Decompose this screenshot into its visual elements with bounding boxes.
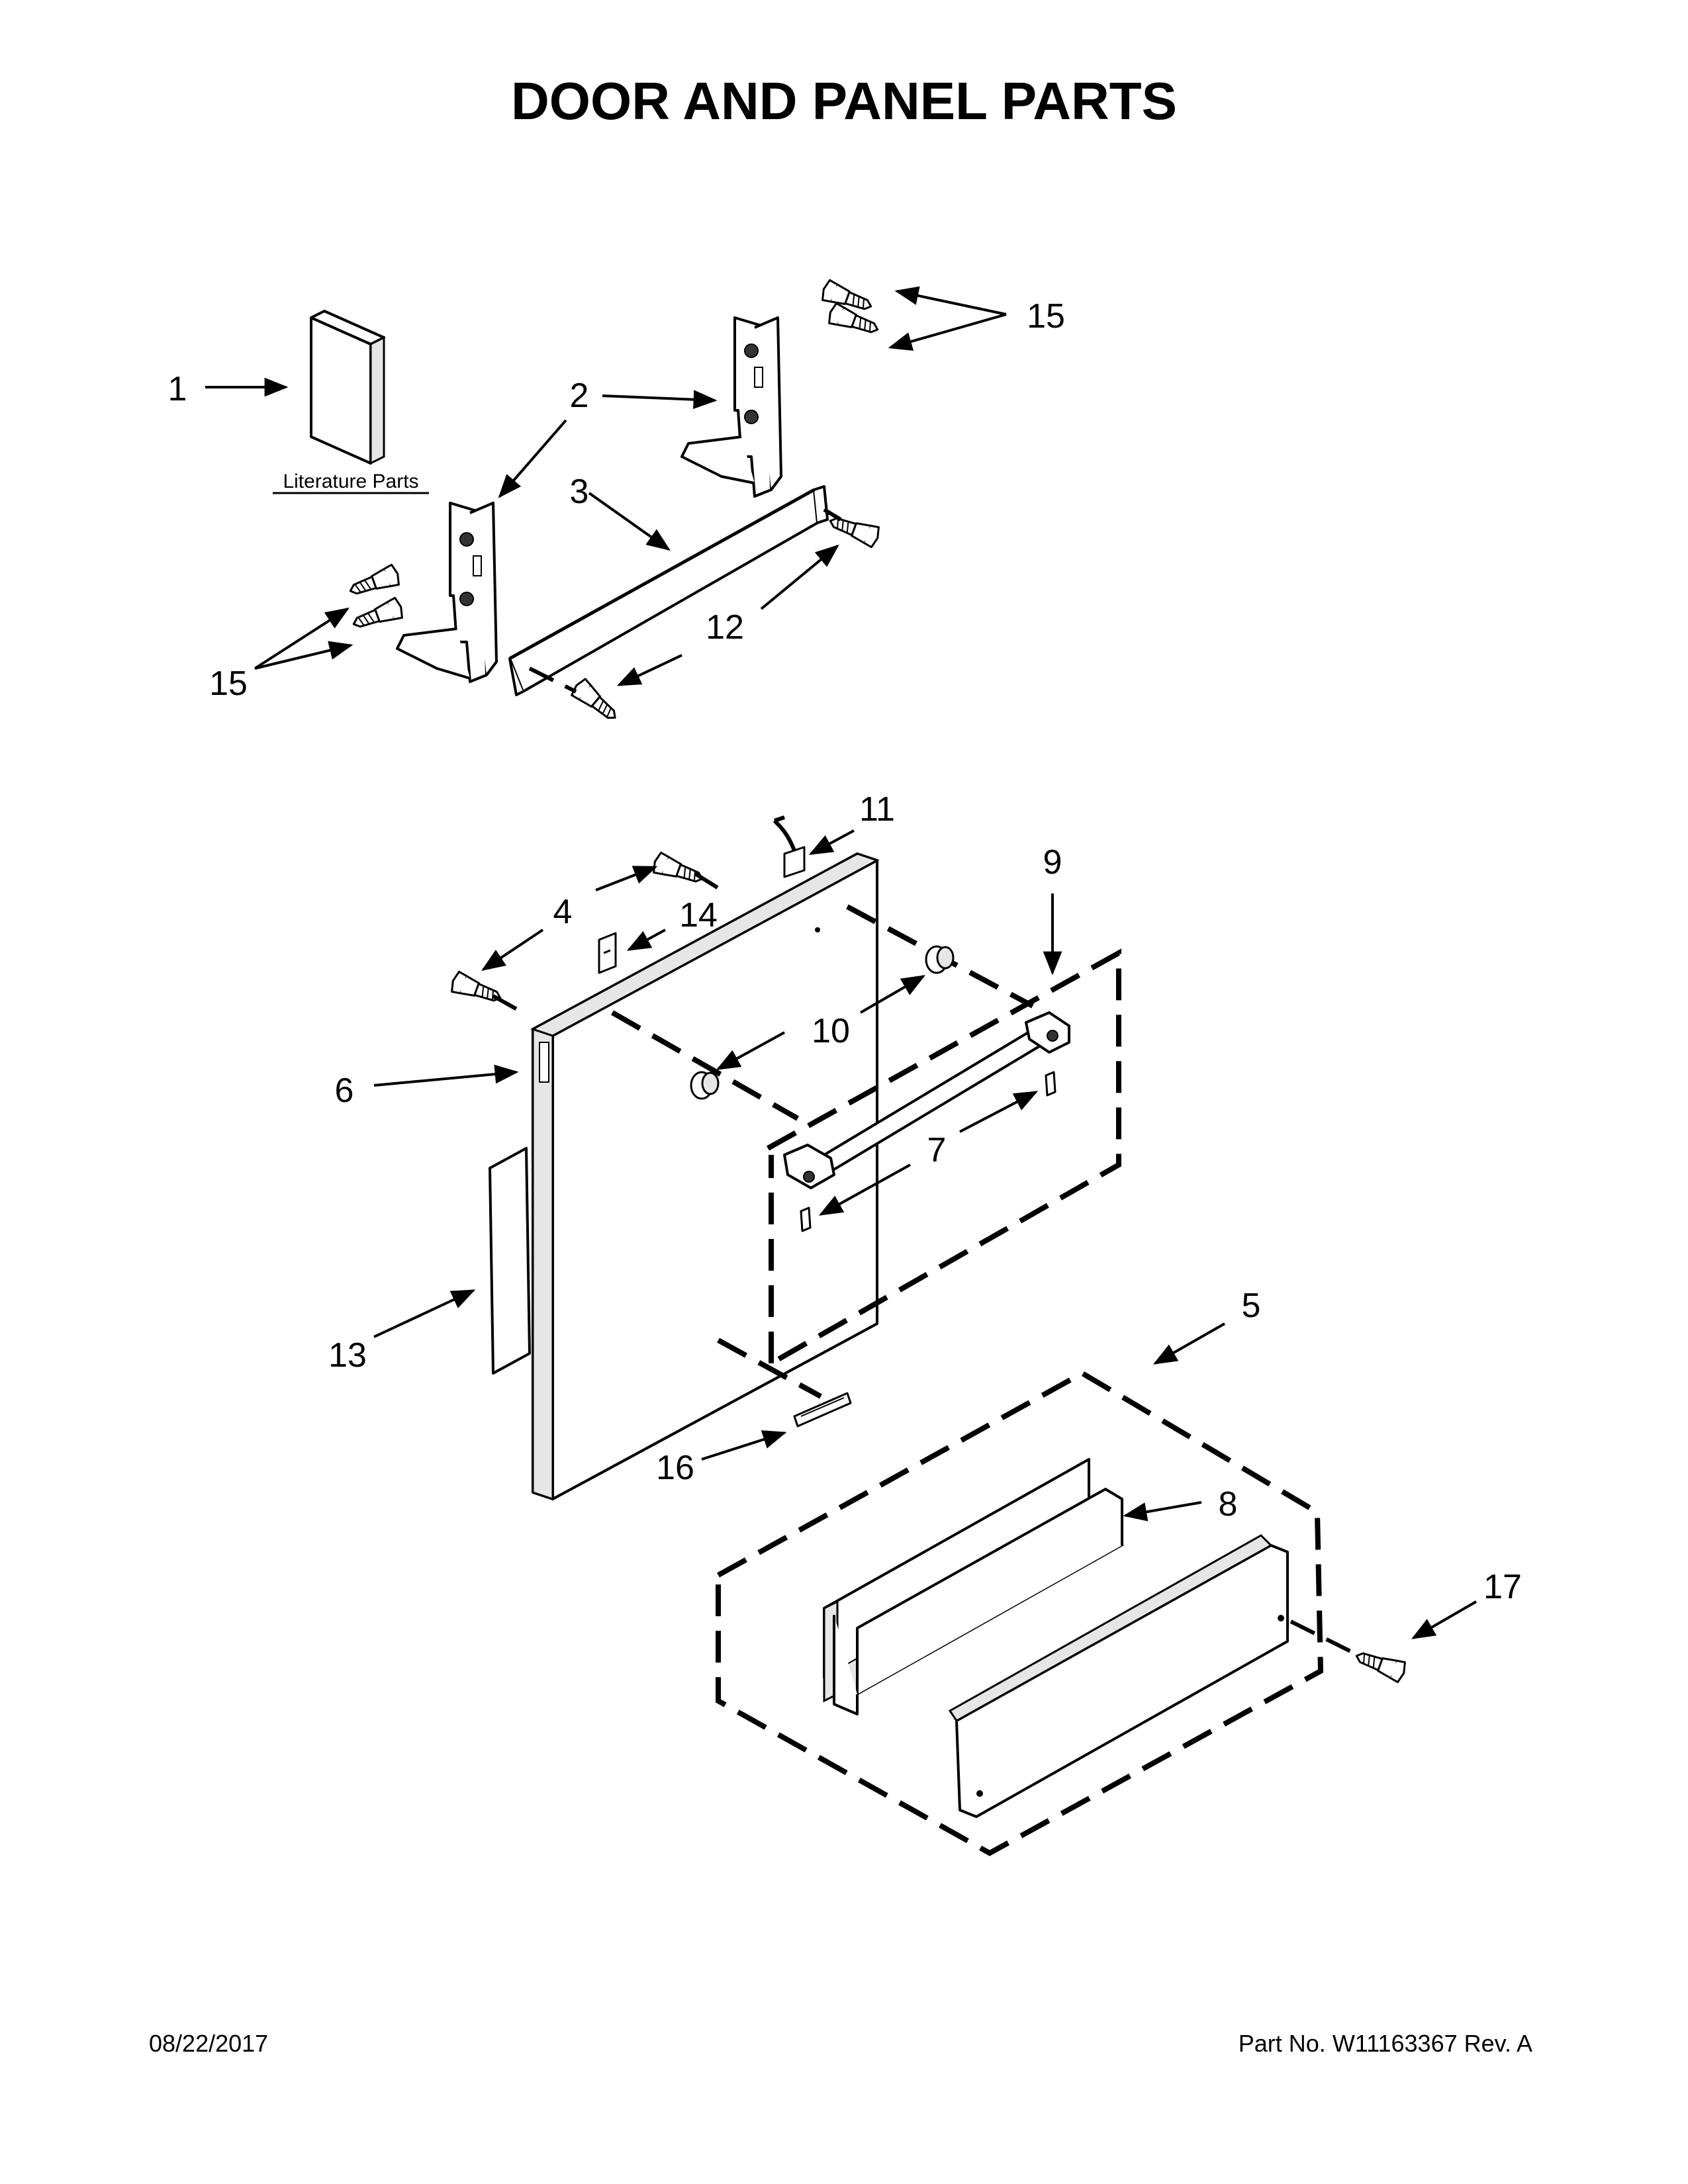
callout-15-lower: 15 xyxy=(209,664,248,703)
leader-15b-2 xyxy=(254,641,353,670)
bracket-screw-lower-1 xyxy=(346,563,402,602)
callout-16: 16 xyxy=(656,1449,694,1487)
callout-5: 5 xyxy=(1242,1287,1261,1325)
callout-15-upper: 15 xyxy=(1027,297,1065,336)
leader-6 xyxy=(373,1064,519,1087)
leader-11 xyxy=(808,829,855,855)
footer-date: 08/22/2017 xyxy=(149,2030,268,2057)
callout-3: 3 xyxy=(570,473,589,511)
leader-2a xyxy=(602,390,718,410)
door-handle xyxy=(783,1011,1070,1189)
door-screw-top-axis xyxy=(694,872,723,892)
handle-standoff-left xyxy=(690,1071,720,1100)
mounting-bracket-right xyxy=(680,316,782,498)
door-screw-side-axis xyxy=(492,994,524,1015)
leader-4b xyxy=(481,929,544,971)
mounting-bracket-left xyxy=(396,502,498,683)
door-insulation xyxy=(489,1147,531,1375)
leader-15a-2 xyxy=(888,313,1007,351)
leader-5 xyxy=(1152,1322,1225,1365)
leader-17 xyxy=(1411,1600,1477,1639)
leader-13 xyxy=(373,1289,476,1338)
bracket-screw-upper-2 xyxy=(825,301,882,341)
toe-kick-screw xyxy=(1352,1645,1409,1684)
handle-set-screw-left xyxy=(800,1206,812,1232)
callout-8: 8 xyxy=(1219,1485,1238,1524)
rail-screw-left xyxy=(569,676,623,727)
callout-7: 7 xyxy=(927,1131,947,1169)
handle-standoff-right xyxy=(925,945,955,974)
leader-16 xyxy=(701,1430,787,1461)
toe-kick-assembly-box xyxy=(716,1370,1324,1856)
callout-12: 12 xyxy=(706,608,744,647)
leader-10a xyxy=(859,975,926,1014)
door-switch-wire xyxy=(773,815,806,878)
handle-assembly-box xyxy=(767,948,1121,1366)
badge-axis xyxy=(717,1338,822,1399)
rail-screw-left-axis xyxy=(528,666,577,694)
brand-badge xyxy=(793,1392,852,1428)
kickplate-spacer xyxy=(823,1458,1125,1715)
leader-15b-1 xyxy=(254,608,350,670)
callout-13: 13 xyxy=(328,1336,367,1375)
leader-3 xyxy=(588,492,671,551)
callout-1: 1 xyxy=(168,370,187,408)
handle-axis-bottom xyxy=(611,1010,799,1121)
support-rail xyxy=(508,485,829,696)
leader-15a-1 xyxy=(894,286,1007,316)
door-screw-side xyxy=(448,970,505,1009)
door-screw-top xyxy=(650,850,707,890)
toe-kick-screw-axis xyxy=(1289,1619,1358,1657)
page-title: DOOR AND PANEL PARTS xyxy=(511,71,1177,130)
callout-9: 9 xyxy=(1043,843,1062,882)
callout-10: 10 xyxy=(812,1012,850,1050)
leader-12b xyxy=(616,654,682,686)
leader-10b xyxy=(716,1031,785,1070)
handle-set-screw-right xyxy=(1045,1071,1056,1097)
callout-2: 2 xyxy=(570,377,589,415)
callout-11: 11 xyxy=(859,790,895,829)
leader-14 xyxy=(626,929,666,951)
leader-2b xyxy=(498,419,567,498)
callout-4: 4 xyxy=(553,893,573,931)
leader-7a xyxy=(959,1091,1039,1133)
callout-14: 14 xyxy=(679,896,718,934)
callout-17: 17 xyxy=(1483,1568,1522,1606)
leader-8 xyxy=(1123,1501,1202,1522)
leader-7b xyxy=(818,1163,911,1216)
literature-label: Literature Parts xyxy=(283,471,418,492)
toe-kick-panel xyxy=(948,1534,1289,1818)
leader-12a xyxy=(760,544,839,610)
rail-screw-right-axis xyxy=(823,508,842,522)
bracket-screw-lower-2 xyxy=(349,596,406,635)
callout-6: 6 xyxy=(335,1071,354,1110)
literature-parts-booklet xyxy=(310,310,385,465)
footer-part-number: Part No. W11163367 Rev. A xyxy=(1239,2030,1532,2057)
leader-4a xyxy=(595,866,658,891)
door-clip xyxy=(598,932,617,974)
